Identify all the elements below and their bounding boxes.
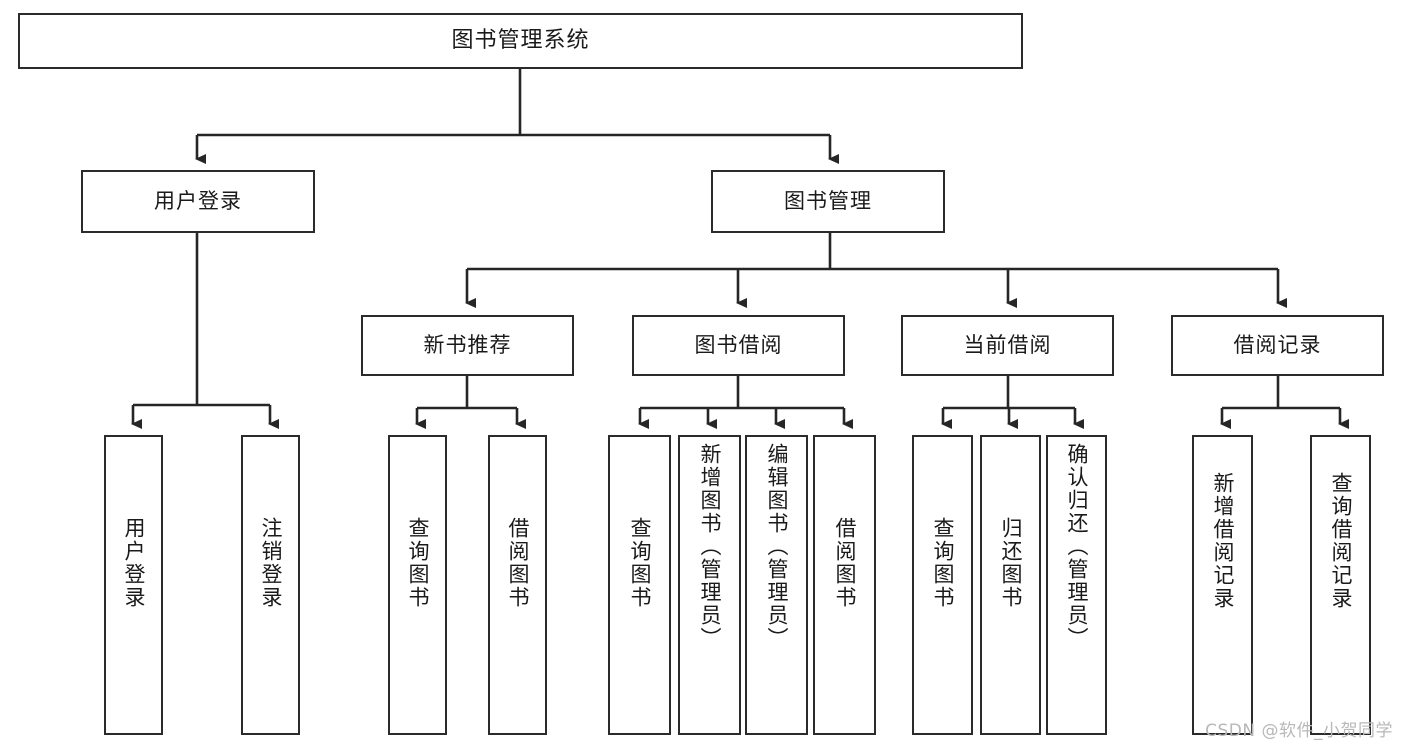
- node-label: 当前借阅: [963, 332, 1052, 357]
- leaf-borrow-edit-book-admin[interactable]: 编辑图书（管理员）: [745, 435, 808, 735]
- node-label: 新增借阅记录: [1210, 472, 1235, 610]
- node-book-management[interactable]: 图书管理: [711, 170, 945, 233]
- node-book-borrow[interactable]: 图书借阅: [632, 315, 845, 376]
- node-label: 归还图书: [998, 517, 1023, 609]
- node-label: 借阅图书: [505, 517, 530, 609]
- leaf-current-confirm-return-admin[interactable]: 确认归还（管理员）: [1046, 435, 1107, 735]
- node-label: 查询图书: [627, 517, 652, 609]
- node-label: 查询图书: [405, 517, 430, 609]
- node-borrow-record[interactable]: 借阅记录: [1171, 315, 1384, 376]
- leaf-borrow-add-book-admin[interactable]: 新增图书（管理员）: [678, 435, 741, 735]
- leaf-borrow-query-book[interactable]: 查询图书: [608, 435, 671, 735]
- leaf-current-return-book[interactable]: 归还图书: [980, 435, 1041, 735]
- node-label: 新增图书（管理员）: [697, 443, 722, 650]
- leaf-user-login-logout[interactable]: 注销登录: [241, 435, 300, 735]
- node-label: 确认归还（管理员）: [1064, 443, 1089, 650]
- leaf-record-query-record[interactable]: 查询借阅记录: [1310, 435, 1371, 735]
- node-root-book-management-system[interactable]: 图书管理系统: [18, 13, 1023, 69]
- node-new-book-recommend[interactable]: 新书推荐: [361, 315, 574, 376]
- node-current-borrow[interactable]: 当前借阅: [901, 315, 1114, 376]
- node-user-login[interactable]: 用户登录: [81, 170, 315, 233]
- node-label: 注销登录: [258, 517, 283, 609]
- node-label: 图书管理: [784, 188, 872, 213]
- leaf-new-book-borrow[interactable]: 借阅图书: [488, 435, 547, 735]
- leaf-borrow-borrow-book[interactable]: 借阅图书: [813, 435, 876, 735]
- node-label: 图书借阅: [694, 332, 783, 357]
- leaf-current-query-book[interactable]: 查询图书: [912, 435, 973, 735]
- node-label: 新书推荐: [423, 332, 512, 357]
- node-label: 用户登录: [121, 517, 146, 609]
- node-label: 借阅记录: [1233, 332, 1322, 357]
- node-label: 用户登录: [154, 188, 242, 213]
- node-label: 借阅图书: [832, 517, 857, 609]
- leaf-record-add-record[interactable]: 新增借阅记录: [1192, 435, 1253, 735]
- node-label: 查询图书: [930, 517, 955, 609]
- leaf-new-book-query[interactable]: 查询图书: [388, 435, 447, 735]
- leaf-user-login-login[interactable]: 用户登录: [104, 435, 163, 735]
- node-label: 查询借阅记录: [1328, 472, 1353, 610]
- node-label: 图书管理系统: [451, 27, 590, 53]
- node-label: 编辑图书（管理员）: [764, 443, 789, 650]
